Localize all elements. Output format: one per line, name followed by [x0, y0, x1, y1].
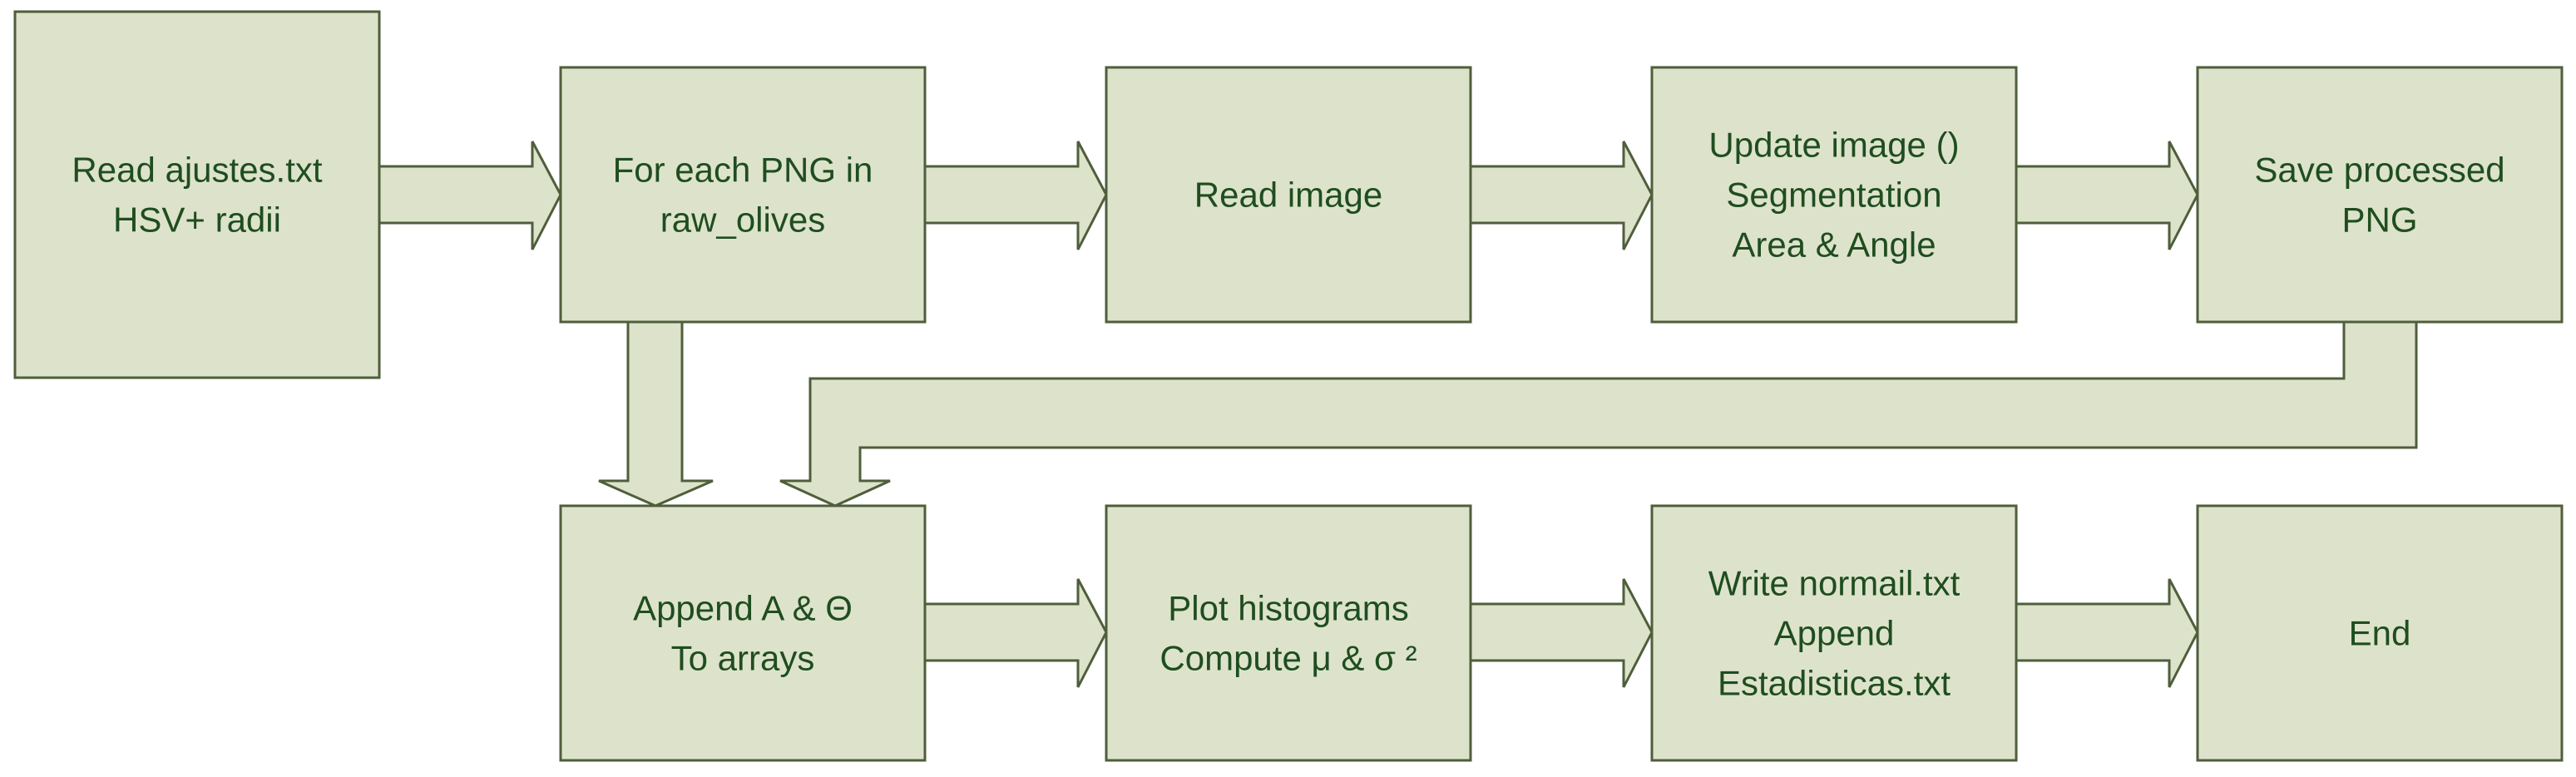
- arrow-for-each-png-to-read-image: [923, 141, 1108, 250]
- node-label: End: [2349, 614, 2411, 653]
- node-box-end: [2196, 504, 2564, 762]
- arrow-read-settings-to-for-each-png: [378, 141, 562, 250]
- node-end: End: [2196, 504, 2564, 762]
- node-box-update-image: [1650, 66, 2018, 324]
- node-read-image: Read image: [1105, 66, 1472, 324]
- arrow-plot-histograms-to-write-files: [1469, 578, 1654, 688]
- node-label: Save processed: [2254, 151, 2504, 190]
- node-label: Append: [1774, 614, 1895, 653]
- node-label: HSV+ radii: [113, 200, 281, 240]
- node-label: Segmentation: [1726, 176, 1941, 215]
- arrow-read-image-to-update-image: [1469, 141, 1654, 250]
- node-label: For each PNG in: [613, 151, 873, 190]
- arrow-for-each-png-to-append-arrays: [598, 320, 714, 507]
- arrow-append-arrays-to-plot-histograms: [923, 578, 1108, 688]
- arrow-write-files-to-end: [2015, 578, 2199, 688]
- node-label: Area & Angle: [1732, 225, 1936, 265]
- node-box-save-png: [2196, 66, 2564, 324]
- node-append-arrays: Append A & Θ To arrays: [559, 504, 927, 762]
- node-box-read-settings: [13, 10, 381, 379]
- node-label: To arrays: [671, 639, 815, 678]
- node-box-write-files: [1650, 504, 2018, 762]
- node-label: PNG: [2341, 200, 2417, 240]
- node-box-append-arrays: [559, 504, 927, 762]
- node-label: Write normail.txt: [1708, 564, 1960, 603]
- node-label: Append A & Θ: [633, 589, 853, 628]
- arrows-layer: [378, 141, 2418, 688]
- node-box-for-each-png: [559, 66, 927, 324]
- node-box-plot-histograms: [1105, 504, 1472, 762]
- node-label: Compute μ & σ ²: [1159, 639, 1417, 678]
- node-label: Estadisticas.txt: [1718, 664, 1951, 703]
- node-label: raw_olives: [660, 200, 825, 240]
- node-label: Read image: [1194, 176, 1382, 215]
- node-for-each-png: For each PNG in raw_olives: [559, 66, 927, 324]
- node-box-read-image: [1105, 66, 1472, 324]
- node-label: Update image (): [1708, 126, 1959, 165]
- arrow-save-png-to-append-arrays: [779, 320, 2418, 507]
- node-label: Plot histograms: [1168, 589, 1408, 628]
- node-label: Read ajustes.txt: [72, 151, 322, 190]
- arrow-update-image-to-save-png: [2015, 141, 2199, 250]
